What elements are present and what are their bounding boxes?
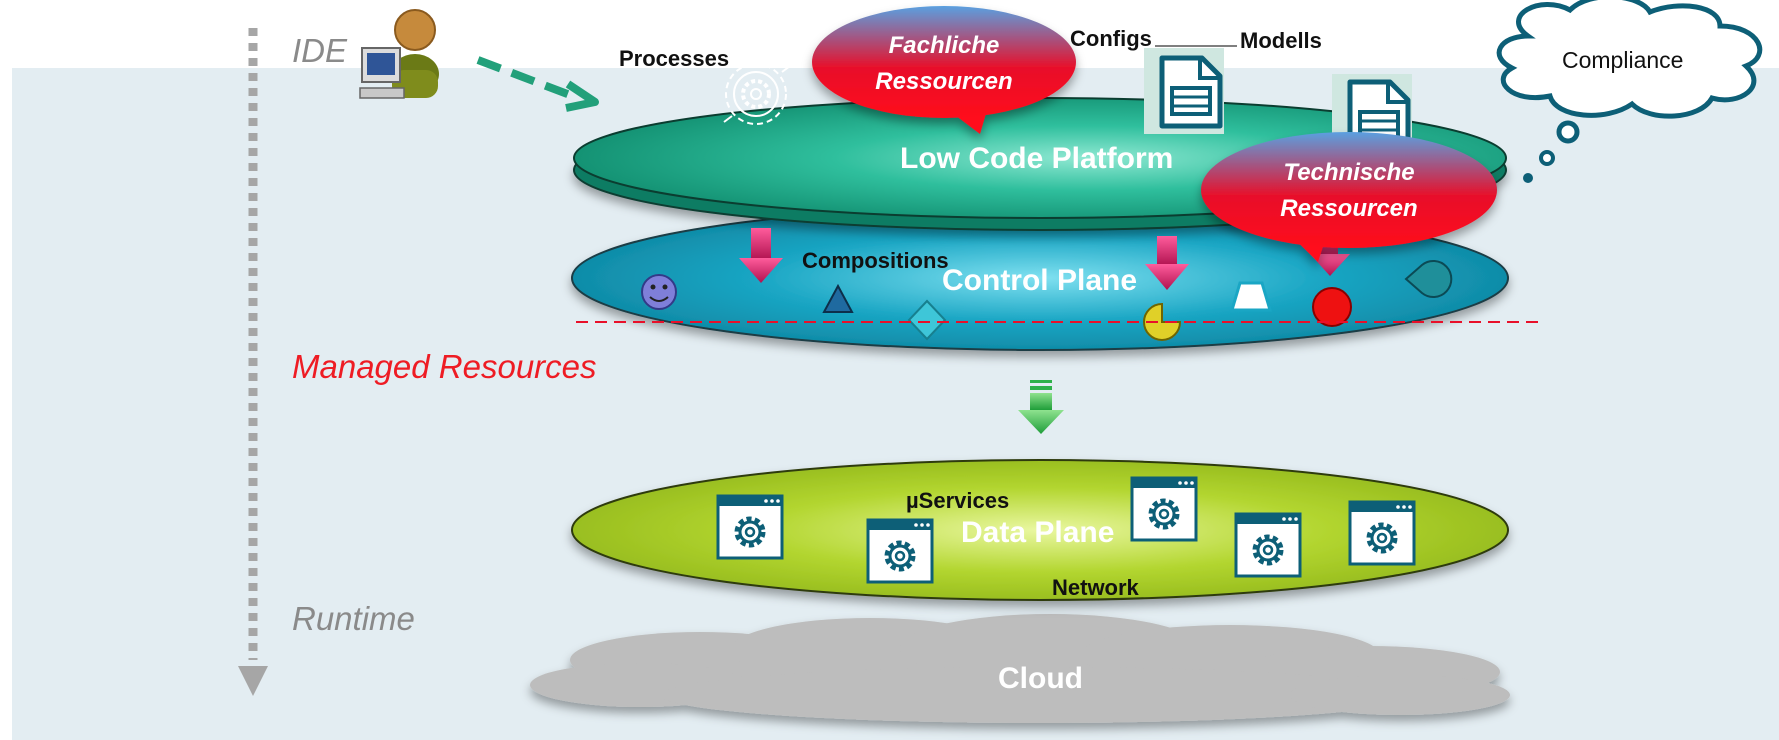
gear-window-icon-3 xyxy=(1132,478,1196,540)
deploy-arrow xyxy=(1018,380,1064,434)
technische-ressourcen-bubble xyxy=(1201,132,1497,262)
network-label: Network xyxy=(1052,575,1139,600)
cloud-label: Cloud xyxy=(998,662,1083,695)
technische-line-1: Technische xyxy=(1283,159,1415,186)
ide-label: IDE xyxy=(292,32,348,69)
provision-arrow-2 xyxy=(1145,236,1189,290)
data-plane-label: Data Plane xyxy=(961,516,1115,549)
gear-window-icon-2 xyxy=(868,520,932,582)
services-label: µServices xyxy=(906,488,1010,513)
low-code-platform-label: Low Code Platform xyxy=(900,142,1174,175)
gear-window-icon-5 xyxy=(1350,502,1414,564)
fachliche-line-2: Ressourcen xyxy=(875,68,1013,95)
smiley-icon xyxy=(641,274,677,310)
technische-ressourcen-text: Technische Ressourcen xyxy=(1235,155,1463,227)
compliance-thought-cloud xyxy=(1496,0,1763,183)
ide-dashed-arrow xyxy=(476,56,580,102)
timeline-arrowhead xyxy=(238,666,268,696)
pacman-icon xyxy=(1404,260,1453,298)
process-gear-icon xyxy=(723,63,791,125)
user-at-computer-icon xyxy=(359,9,439,99)
control-plane-label: Control Plane xyxy=(942,264,1138,297)
runtime-label: Runtime xyxy=(292,600,415,637)
fachliche-ressourcen-text: Fachliche Ressourcen xyxy=(830,28,1058,100)
gear-window-icon-4 xyxy=(1236,514,1300,576)
triangle-icon xyxy=(822,283,854,313)
pacman-yellow-icon xyxy=(1143,302,1182,341)
circle-icon xyxy=(1312,287,1352,327)
provision-arrow-1 xyxy=(739,228,783,283)
compositions-label: Compositions xyxy=(802,248,949,273)
managed-resources-label: Managed Resources xyxy=(292,348,597,385)
modells-label: Modells xyxy=(1240,28,1322,53)
document-icon-configs xyxy=(1144,48,1224,134)
fachliche-line-1: Fachliche xyxy=(888,32,1000,59)
compliance-label: Compliance xyxy=(1562,47,1684,73)
gear-window-icon-1 xyxy=(718,496,782,558)
cloud-shape xyxy=(530,614,1510,723)
processes-label: Processes xyxy=(619,46,730,71)
technische-line-2: Ressourcen xyxy=(1280,195,1418,222)
trapezoid-icon xyxy=(1229,281,1273,312)
fachliche-ressourcen-bubble xyxy=(812,6,1076,134)
configs-label: Configs xyxy=(1070,26,1152,51)
diamond-icon xyxy=(907,299,947,341)
